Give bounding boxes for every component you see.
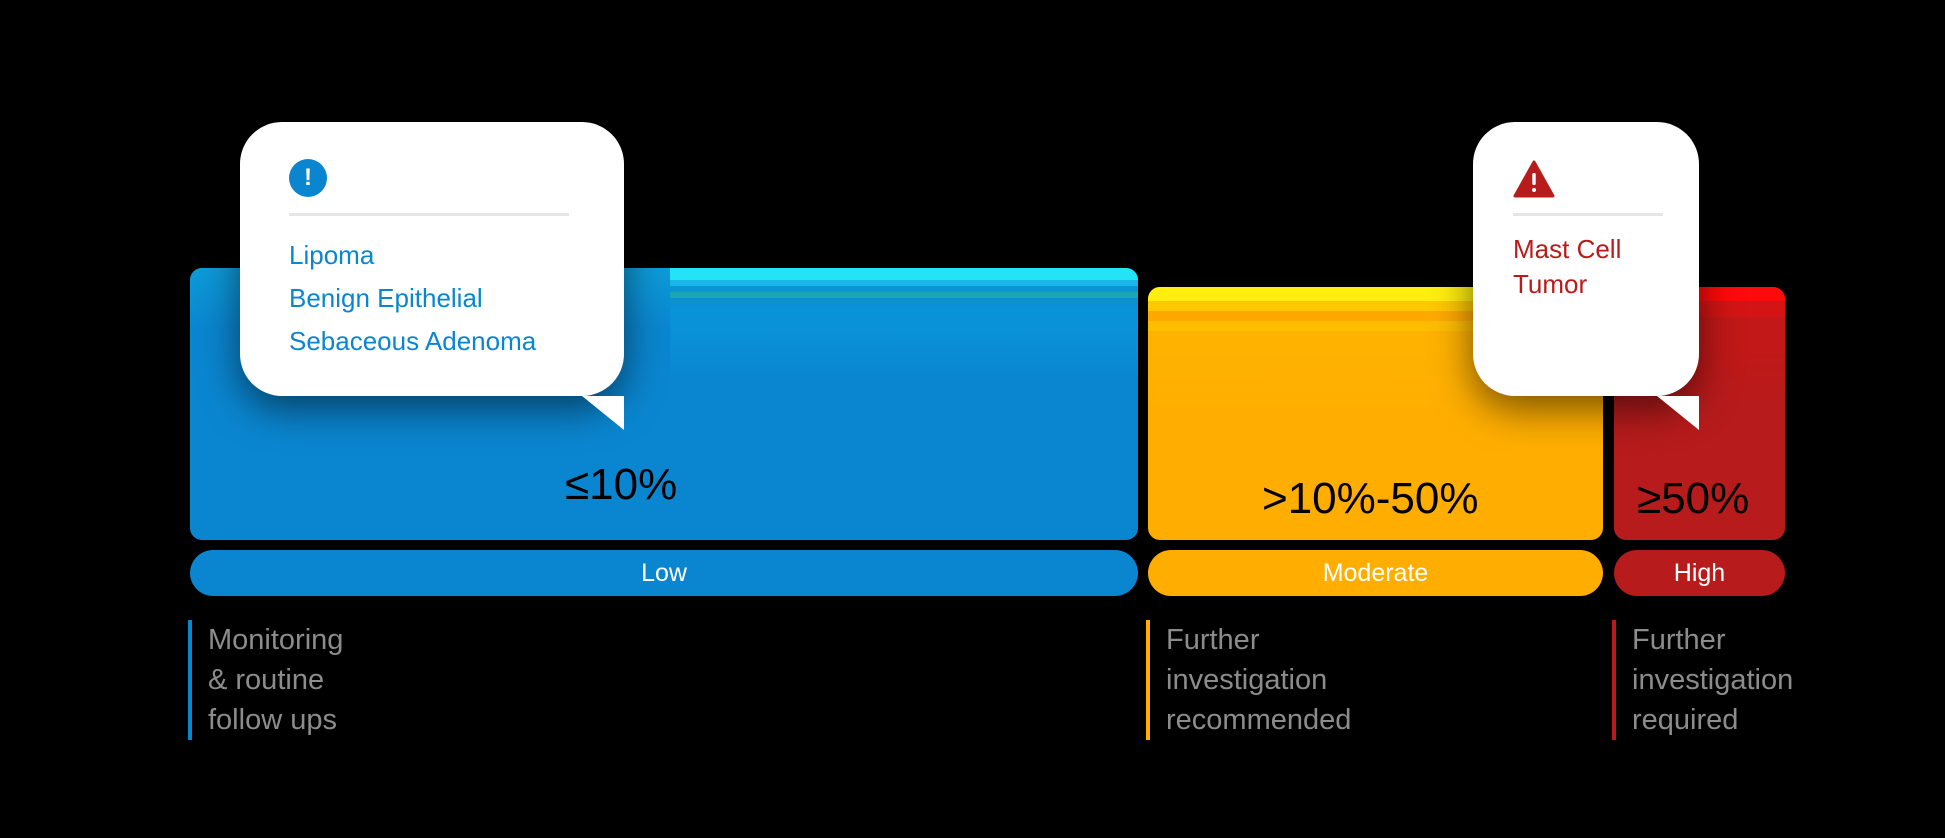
note-moderate-line: Further <box>1166 624 1260 656</box>
note-low-line: Monitoring <box>208 624 344 656</box>
callout-high-divider <box>1513 213 1663 216</box>
range-high: ≥50% <box>1637 474 1750 523</box>
segment-low-stripes <box>670 268 1138 378</box>
note-high: Further investigation required <box>1612 620 1892 740</box>
list-item: Sebaceous Adenoma <box>289 326 537 356</box>
info-circle-icon: ! <box>289 159 327 197</box>
note-low-line: & routine <box>208 664 325 696</box>
label-low: Low <box>190 550 1138 596</box>
note-low-line: follow ups <box>208 704 337 736</box>
callout-high: Mast Cell Tumor <box>1473 122 1699 430</box>
note-high-line: Further <box>1632 624 1726 656</box>
note-high-line: required <box>1632 704 1739 736</box>
note-high-line: investigation <box>1632 664 1794 696</box>
label-moderate: Moderate <box>1148 550 1603 596</box>
range-low: ≤10% <box>565 460 678 509</box>
list-item: Benign Epithelial <box>289 283 483 313</box>
range-moderate: >10%-50% <box>1262 474 1479 523</box>
note-moderate-line: recommended <box>1166 704 1352 736</box>
callout-low-tail <box>582 396 624 430</box>
note-moderate: Further investigation recommended <box>1146 620 1426 740</box>
callout-low-divider <box>289 213 569 216</box>
callout-low-list: Lipoma Benign Epithelial Sebaceous Adeno… <box>289 234 536 363</box>
note-moderate-line: investigation <box>1166 664 1328 696</box>
warning-triangle-icon <box>1513 160 1555 198</box>
list-item: Lipoma <box>289 240 375 270</box>
callout-high-text: Mast Cell Tumor <box>1513 234 1622 299</box>
note-low: Monitoring & routine follow ups <box>188 620 428 740</box>
callout-high-tail <box>1657 396 1699 430</box>
callout-low: ! Lipoma Benign Epithelial Sebaceous Ade… <box>240 122 624 430</box>
label-high: High <box>1614 550 1785 596</box>
